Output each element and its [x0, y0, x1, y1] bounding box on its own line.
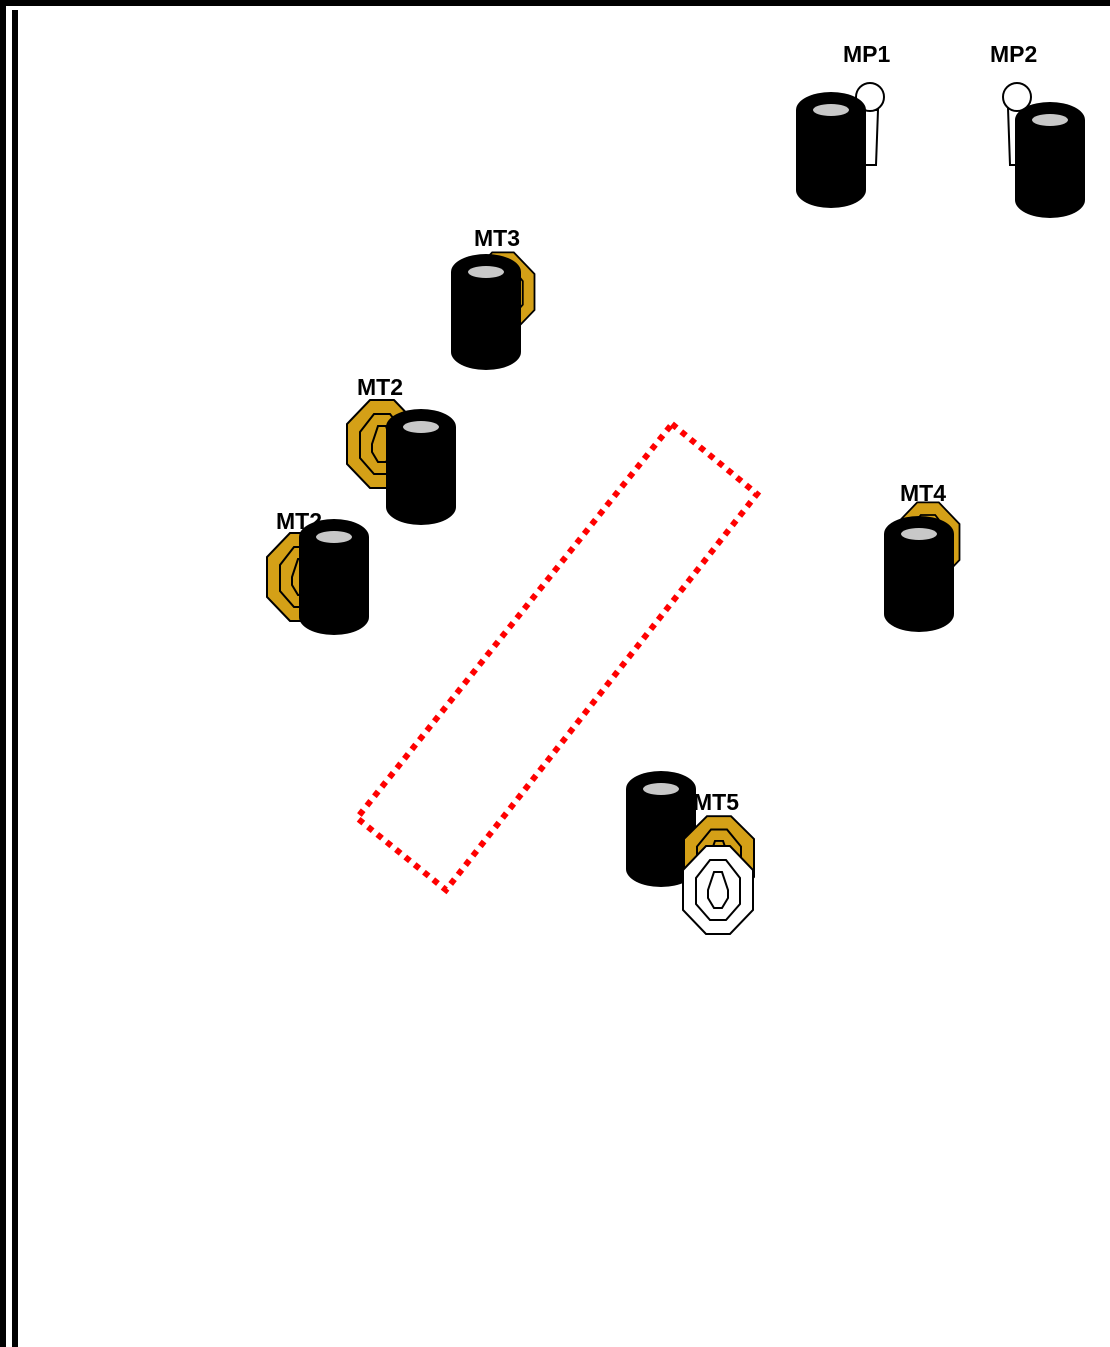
barrel-stack-icon — [796, 92, 866, 208]
label-mt2-lower: MT2 — [276, 508, 322, 534]
label-mt5: MT5 — [693, 789, 739, 815]
label-mt2-upper: MT2 — [357, 374, 403, 400]
label-mp1: MP1 — [843, 41, 891, 67]
label-mt3: MT3 — [474, 225, 520, 251]
no-shoot-target-icon — [682, 845, 754, 935]
target-mt4: MT4 — [884, 480, 961, 632]
target-mt3: MT3 — [451, 225, 536, 370]
barrel-stack-icon — [884, 516, 954, 632]
barrel-stack-icon — [451, 254, 521, 370]
target-mt2-upper: MT2 — [346, 374, 456, 525]
popper-mp1: MP1 — [796, 41, 891, 208]
popper-mp2: MP2 — [990, 41, 1085, 218]
barrel-stack-icon — [299, 519, 369, 635]
label-mp2: MP2 — [990, 41, 1037, 67]
label-mt4: MT4 — [900, 480, 946, 506]
barrel-stack-icon — [386, 409, 456, 525]
target-mt5: MT5 — [626, 771, 755, 935]
target-mt2-lower: MT2 — [266, 508, 369, 635]
barrel-stack-icon — [1015, 102, 1085, 218]
shooting-box — [352, 419, 762, 895]
